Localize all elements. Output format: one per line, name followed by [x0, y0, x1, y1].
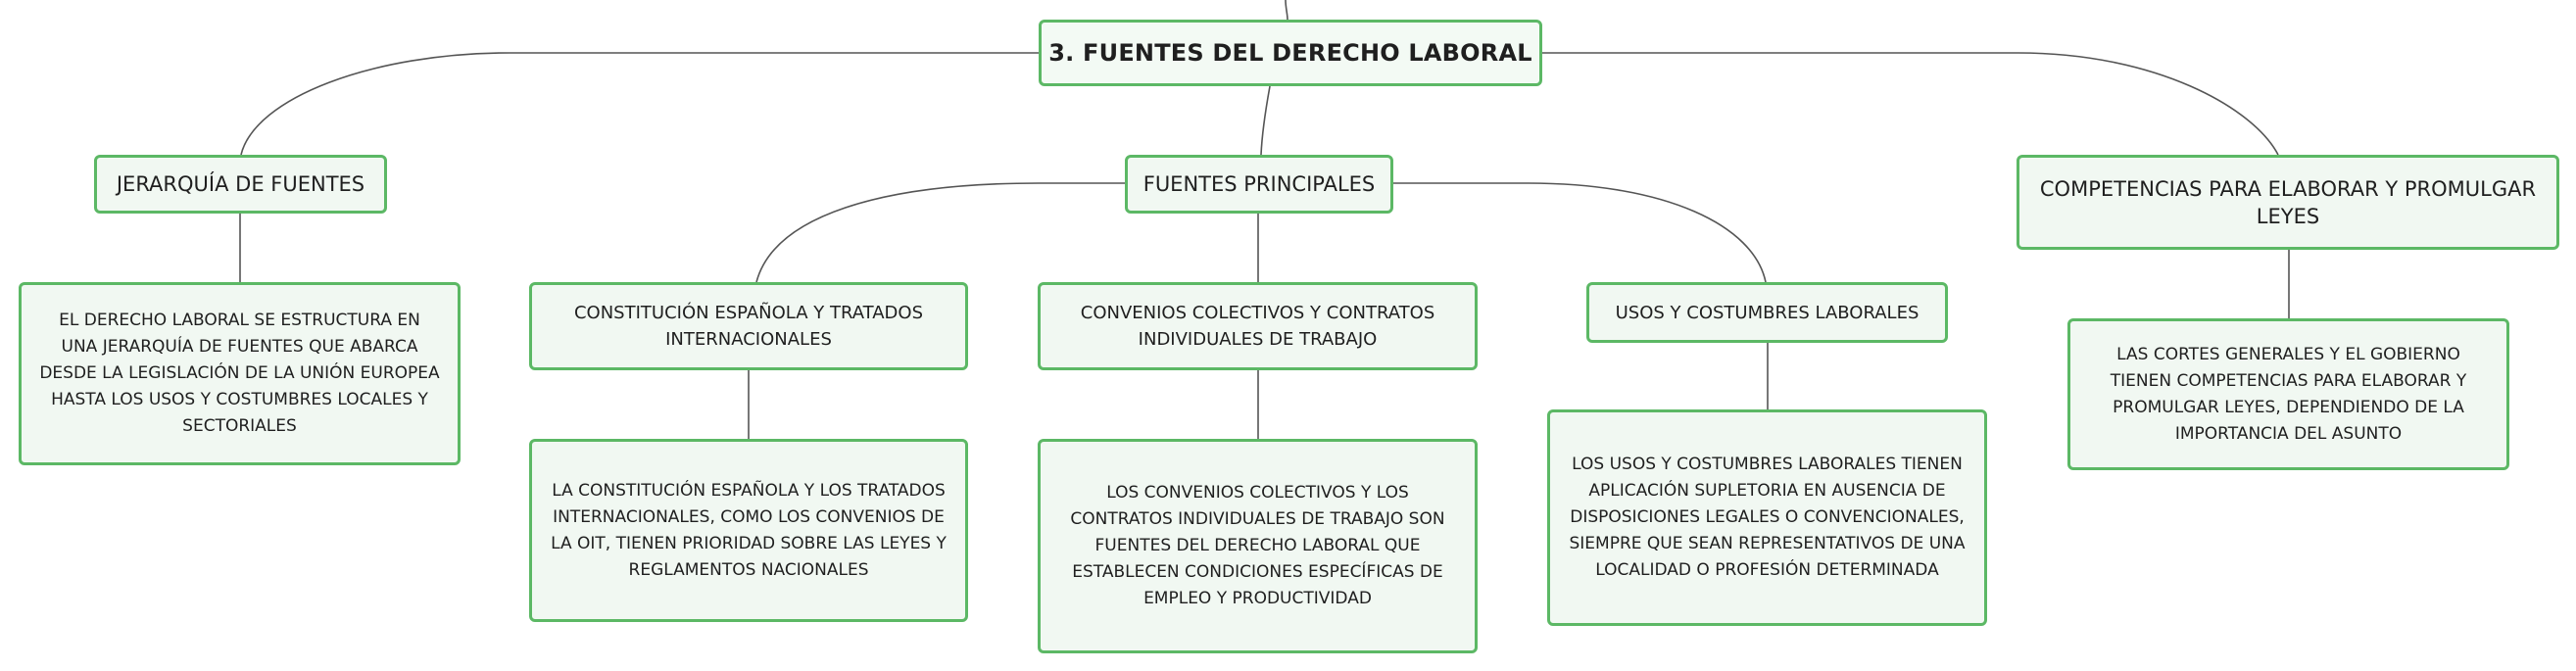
detail-convenios-text: LOS CONVENIOS COLECTIVOS Y LOS CONTRATOS… — [1070, 483, 1445, 608]
subtopic-convenios[interactable]: CONVENIOS COLECTIVOS Y CONTRATOS INDIVID… — [1038, 282, 1478, 370]
subtopic-usos-label: USOS Y COSTUMBRES LABORALES — [1615, 302, 1920, 323]
connector-root-competencias — [1538, 52, 2279, 156]
topic-jerarquia-label: JERARQUÍA DE FUENTES — [116, 172, 365, 196]
root-topic-label: 3. FUENTES DEL DERECHO LABORAL — [1048, 39, 1532, 67]
detail-jerarquia[interactable]: EL DERECHO LABORAL SE ESTRUCTURA EN UNA … — [19, 282, 461, 465]
connector-principales-usos — [1391, 182, 1767, 283]
topic-principales-label: FUENTES PRINCIPALES — [1142, 172, 1376, 196]
topic-jerarquia-de-fuentes[interactable]: JERARQUÍA DE FUENTES — [94, 155, 387, 214]
detail-convenios[interactable]: LOS CONVENIOS COLECTIVOS Y LOS CONTRATOS… — [1038, 439, 1478, 653]
topic-competencias-label: COMPETENCIAS PARA ELABORAR Y PROMULGAR L… — [2039, 176, 2537, 228]
connector-parent-root — [1285, 0, 1288, 21]
detail-usos[interactable]: LOS USOS Y COSTUMBRES LABORALES TIENEN A… — [1547, 409, 1987, 626]
topic-fuentes-principales[interactable]: FUENTES PRINCIPALES — [1125, 155, 1393, 214]
detail-constitucion[interactable]: LA CONSTITUCIÓN ESPAÑOLA Y LOS TRATADOS … — [529, 439, 968, 622]
detail-competencias[interactable]: LAS CORTES GENERALES Y EL GOBIERNO TIENE… — [2067, 318, 2509, 470]
detail-usos-text: LOS USOS Y COSTUMBRES LABORALES TIENEN A… — [1569, 455, 1966, 580]
subtopic-usos[interactable]: USOS Y COSTUMBRES LABORALES — [1586, 282, 1948, 343]
connector-principales-constitucion — [755, 182, 1125, 283]
connector-root-principales — [1260, 85, 1271, 156]
connector-root-jerarquia — [240, 52, 1039, 156]
detail-constitucion-text: LA CONSTITUCIÓN ESPAÑOLA Y LOS TRATADOS … — [551, 480, 947, 580]
root-topic[interactable]: 3. FUENTES DEL DERECHO LABORAL — [1039, 20, 1542, 86]
subtopic-constitucion-label: CONSTITUCIÓN ESPAÑOLA Y TRATADOS INTERNA… — [573, 303, 924, 350]
detail-competencias-text: LAS CORTES GENERALES Y EL GOBIERNO TIENE… — [2110, 344, 2467, 444]
subtopic-constitucion[interactable]: CONSTITUCIÓN ESPAÑOLA Y TRATADOS INTERNA… — [529, 282, 968, 370]
subtopic-convenios-label: CONVENIOS COLECTIVOS Y CONTRATOS INDIVID… — [1080, 303, 1435, 350]
topic-competencias[interactable]: COMPETENCIAS PARA ELABORAR Y PROMULGAR L… — [2017, 155, 2559, 250]
detail-jerarquia-text: EL DERECHO LABORAL SE ESTRUCTURA EN UNA … — [39, 311, 440, 436]
